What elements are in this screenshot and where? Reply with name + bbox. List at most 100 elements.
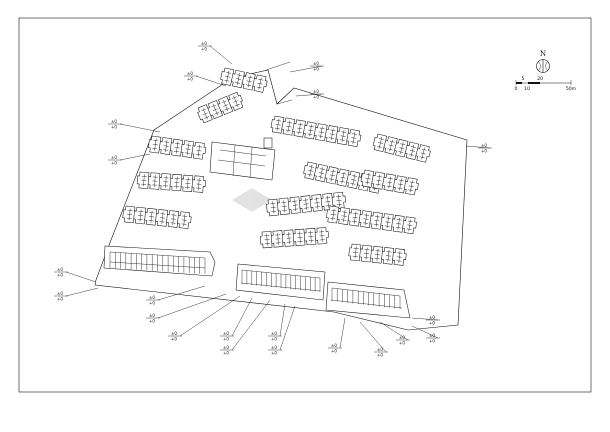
commercial-strip-middle [235, 263, 326, 301]
north-label: N [540, 50, 546, 58]
scale-tick-0: 0 [515, 86, 518, 92]
elevation-tag: ±0+0 [198, 41, 212, 51]
elevation-tag-top: ±0 [223, 345, 229, 350]
elevation-tag-bottom: +0 [271, 336, 277, 341]
building-row [122, 205, 192, 229]
elevation-tag-top: ±0 [399, 335, 405, 340]
building-row [148, 135, 207, 160]
elevation-tag: ±0+0 [374, 347, 388, 357]
elevation-tag-top: ±0 [187, 71, 193, 76]
elevation-tag-top: ±0 [481, 143, 487, 148]
elevation-tag-bottom: +0 [313, 94, 319, 99]
elevation-tag-bottom: +0 [223, 350, 229, 355]
elevation-tag: ±0+0 [220, 345, 234, 355]
central-building [209, 137, 276, 181]
elevation-tag: ±0+0 [268, 345, 282, 355]
leader-line [359, 321, 387, 353]
elevation-tag-bottom: +0 [223, 336, 229, 341]
building-row [266, 191, 346, 217]
apartment-unit [227, 91, 244, 111]
elevation-tag-bottom: +0 [331, 348, 337, 353]
elevation-tag-top: ±0 [377, 347, 383, 352]
elevation-tag-bottom: +0 [313, 66, 319, 71]
leader-line [289, 65, 323, 73]
elevation-tag-top: ±0 [331, 343, 337, 348]
apartment-unit [259, 231, 274, 249]
elevation-tag: ±0+0 [268, 331, 282, 341]
leader-lines [65, 45, 491, 353]
apartment-unit [177, 211, 192, 229]
elevation-tag: ±0+0 [310, 89, 324, 99]
scale-tick-5: 5 [522, 76, 525, 82]
elevation-tag-bottom: +0 [57, 296, 63, 301]
scale-bar: 0 5 10 20 50m [515, 76, 577, 92]
leader-line [295, 93, 323, 97]
elevation-tag-bottom: +0 [399, 340, 405, 345]
elevation-tag: ±0+0 [168, 331, 182, 341]
elevation-tag: ±0+0 [426, 315, 440, 325]
apartment-unit [346, 129, 362, 148]
elevation-tag: ±0+0 [54, 291, 68, 301]
leader-line [65, 287, 99, 297]
elevation-tags: ±0+0±0+0±0+0±0+0±0+0±0+0±0+0±0+0±0+0±0+0… [54, 41, 492, 357]
commercial-strip-west [103, 245, 216, 277]
elevation-tag-bottom: +0 [187, 76, 193, 81]
building-row [326, 205, 417, 235]
elevation-tag: ±0+0 [478, 143, 492, 153]
elevation-tag-top: ±0 [149, 295, 155, 300]
drawing-border [18, 17, 592, 393]
apartment-unit [158, 173, 173, 191]
elevation-tag: ±0+0 [328, 343, 342, 353]
site-boundary [94, 69, 468, 331]
apartment-unit [415, 144, 431, 163]
elevation-tag-bottom: +0 [271, 350, 277, 355]
elevation-tag-top: ±0 [57, 291, 63, 296]
elevation-tag: ±0+0 [184, 71, 198, 81]
apartment-unit [281, 229, 296, 247]
elevation-tag-top: ±0 [271, 331, 277, 336]
elevation-tag: ±0+0 [426, 333, 440, 343]
building-row [259, 227, 329, 249]
apartment-unit [381, 247, 396, 265]
building-row [270, 115, 362, 148]
elevation-tag: ±0+0 [108, 119, 122, 129]
scale-tick-10: 10 [524, 86, 530, 92]
elevation-tag: ±0+0 [220, 331, 234, 341]
elevation-tag-top: ±0 [429, 315, 435, 320]
leader-line [231, 299, 271, 351]
apartment-unit [403, 177, 419, 196]
elevation-tag-bottom: +0 [201, 46, 207, 51]
elevation-tag-top: ±0 [57, 267, 63, 272]
leader-line [279, 303, 286, 337]
leader-line [157, 293, 227, 319]
leader-line [465, 145, 491, 149]
elevation-tag: ±0+0 [146, 313, 160, 323]
elevation-tag-bottom: +0 [111, 160, 117, 165]
apartment-unit [314, 227, 329, 245]
elevation-tag-top: ±0 [313, 61, 319, 66]
elevation-tag-top: ±0 [271, 345, 277, 350]
elevation-tag-top: ±0 [171, 331, 177, 336]
elevation-tag-bottom: +0 [429, 320, 435, 325]
leader-line [209, 45, 233, 65]
building-row [136, 171, 206, 193]
scale-tick-20: 20 [537, 76, 543, 82]
elevation-tag: ±0+0 [146, 295, 160, 305]
elevation-tag-bottom: +0 [111, 124, 117, 129]
building-row [348, 243, 407, 266]
elevation-tag-bottom: +0 [377, 352, 383, 357]
leader-line [339, 317, 346, 349]
elevation-tag-top: ±0 [313, 89, 319, 94]
leader-line [231, 297, 253, 337]
residential-blocks [122, 67, 431, 266]
building-row [360, 169, 419, 196]
elevation-tag-bottom: +0 [149, 300, 155, 305]
scale-tick-50m: 50m [566, 86, 577, 92]
elevation-tag-top: ±0 [149, 313, 155, 318]
leader-line [65, 271, 97, 283]
building-row [197, 91, 244, 124]
apartment-unit [191, 175, 206, 193]
leader-line [179, 295, 241, 337]
elevation-tag: ±0+0 [396, 335, 410, 345]
leader-line [157, 285, 206, 301]
